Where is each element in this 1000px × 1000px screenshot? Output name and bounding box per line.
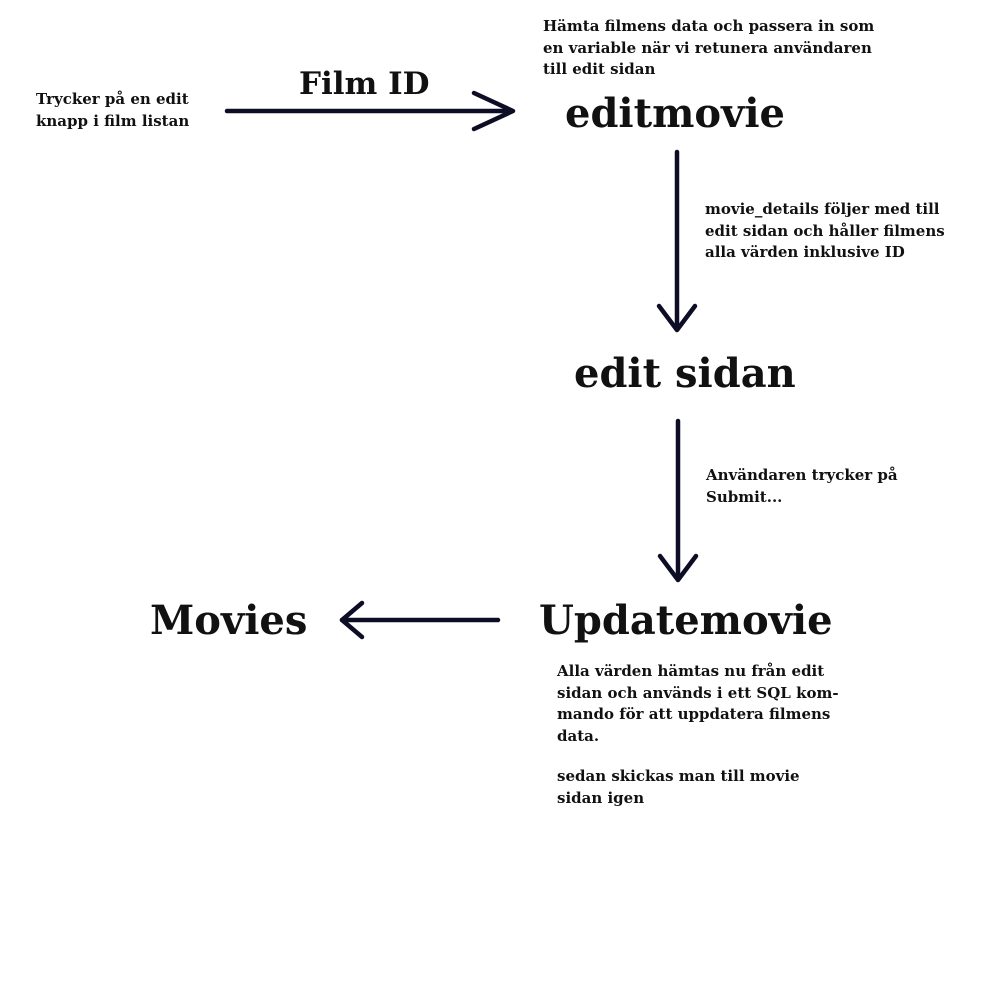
note-trigger: Trycker på en edit knapp i film listan	[36, 90, 190, 130]
arrow-editmovie-to-edit-sidan	[656, 149, 698, 333]
node-updatemovie: Updatemovie	[539, 597, 833, 644]
node-edit-sidan: edit sidan	[574, 350, 796, 397]
edge-label-film-id: Film ID	[299, 66, 430, 102]
node-movies: Movies	[150, 597, 308, 644]
note-update-sql: Alla värden hämtas nu från edit sidan oc…	[557, 662, 839, 745]
arrow-updatemovie-to-movies	[339, 600, 501, 640]
note-submit: Användaren trycker på Submit...	[706, 466, 898, 506]
note-redirect: sedan skickas man till movie sidan igen	[557, 767, 800, 807]
node-editmovie: editmovie	[565, 90, 785, 137]
note-movie-details: movie_details följer med till edit sidan…	[705, 200, 945, 261]
note-fetch-data: Hämta filmens data och passera in som en…	[543, 17, 875, 78]
arrow-edit-sidan-to-updatemovie	[657, 418, 699, 583]
arrow-trigger-to-editmovie	[224, 90, 516, 132]
